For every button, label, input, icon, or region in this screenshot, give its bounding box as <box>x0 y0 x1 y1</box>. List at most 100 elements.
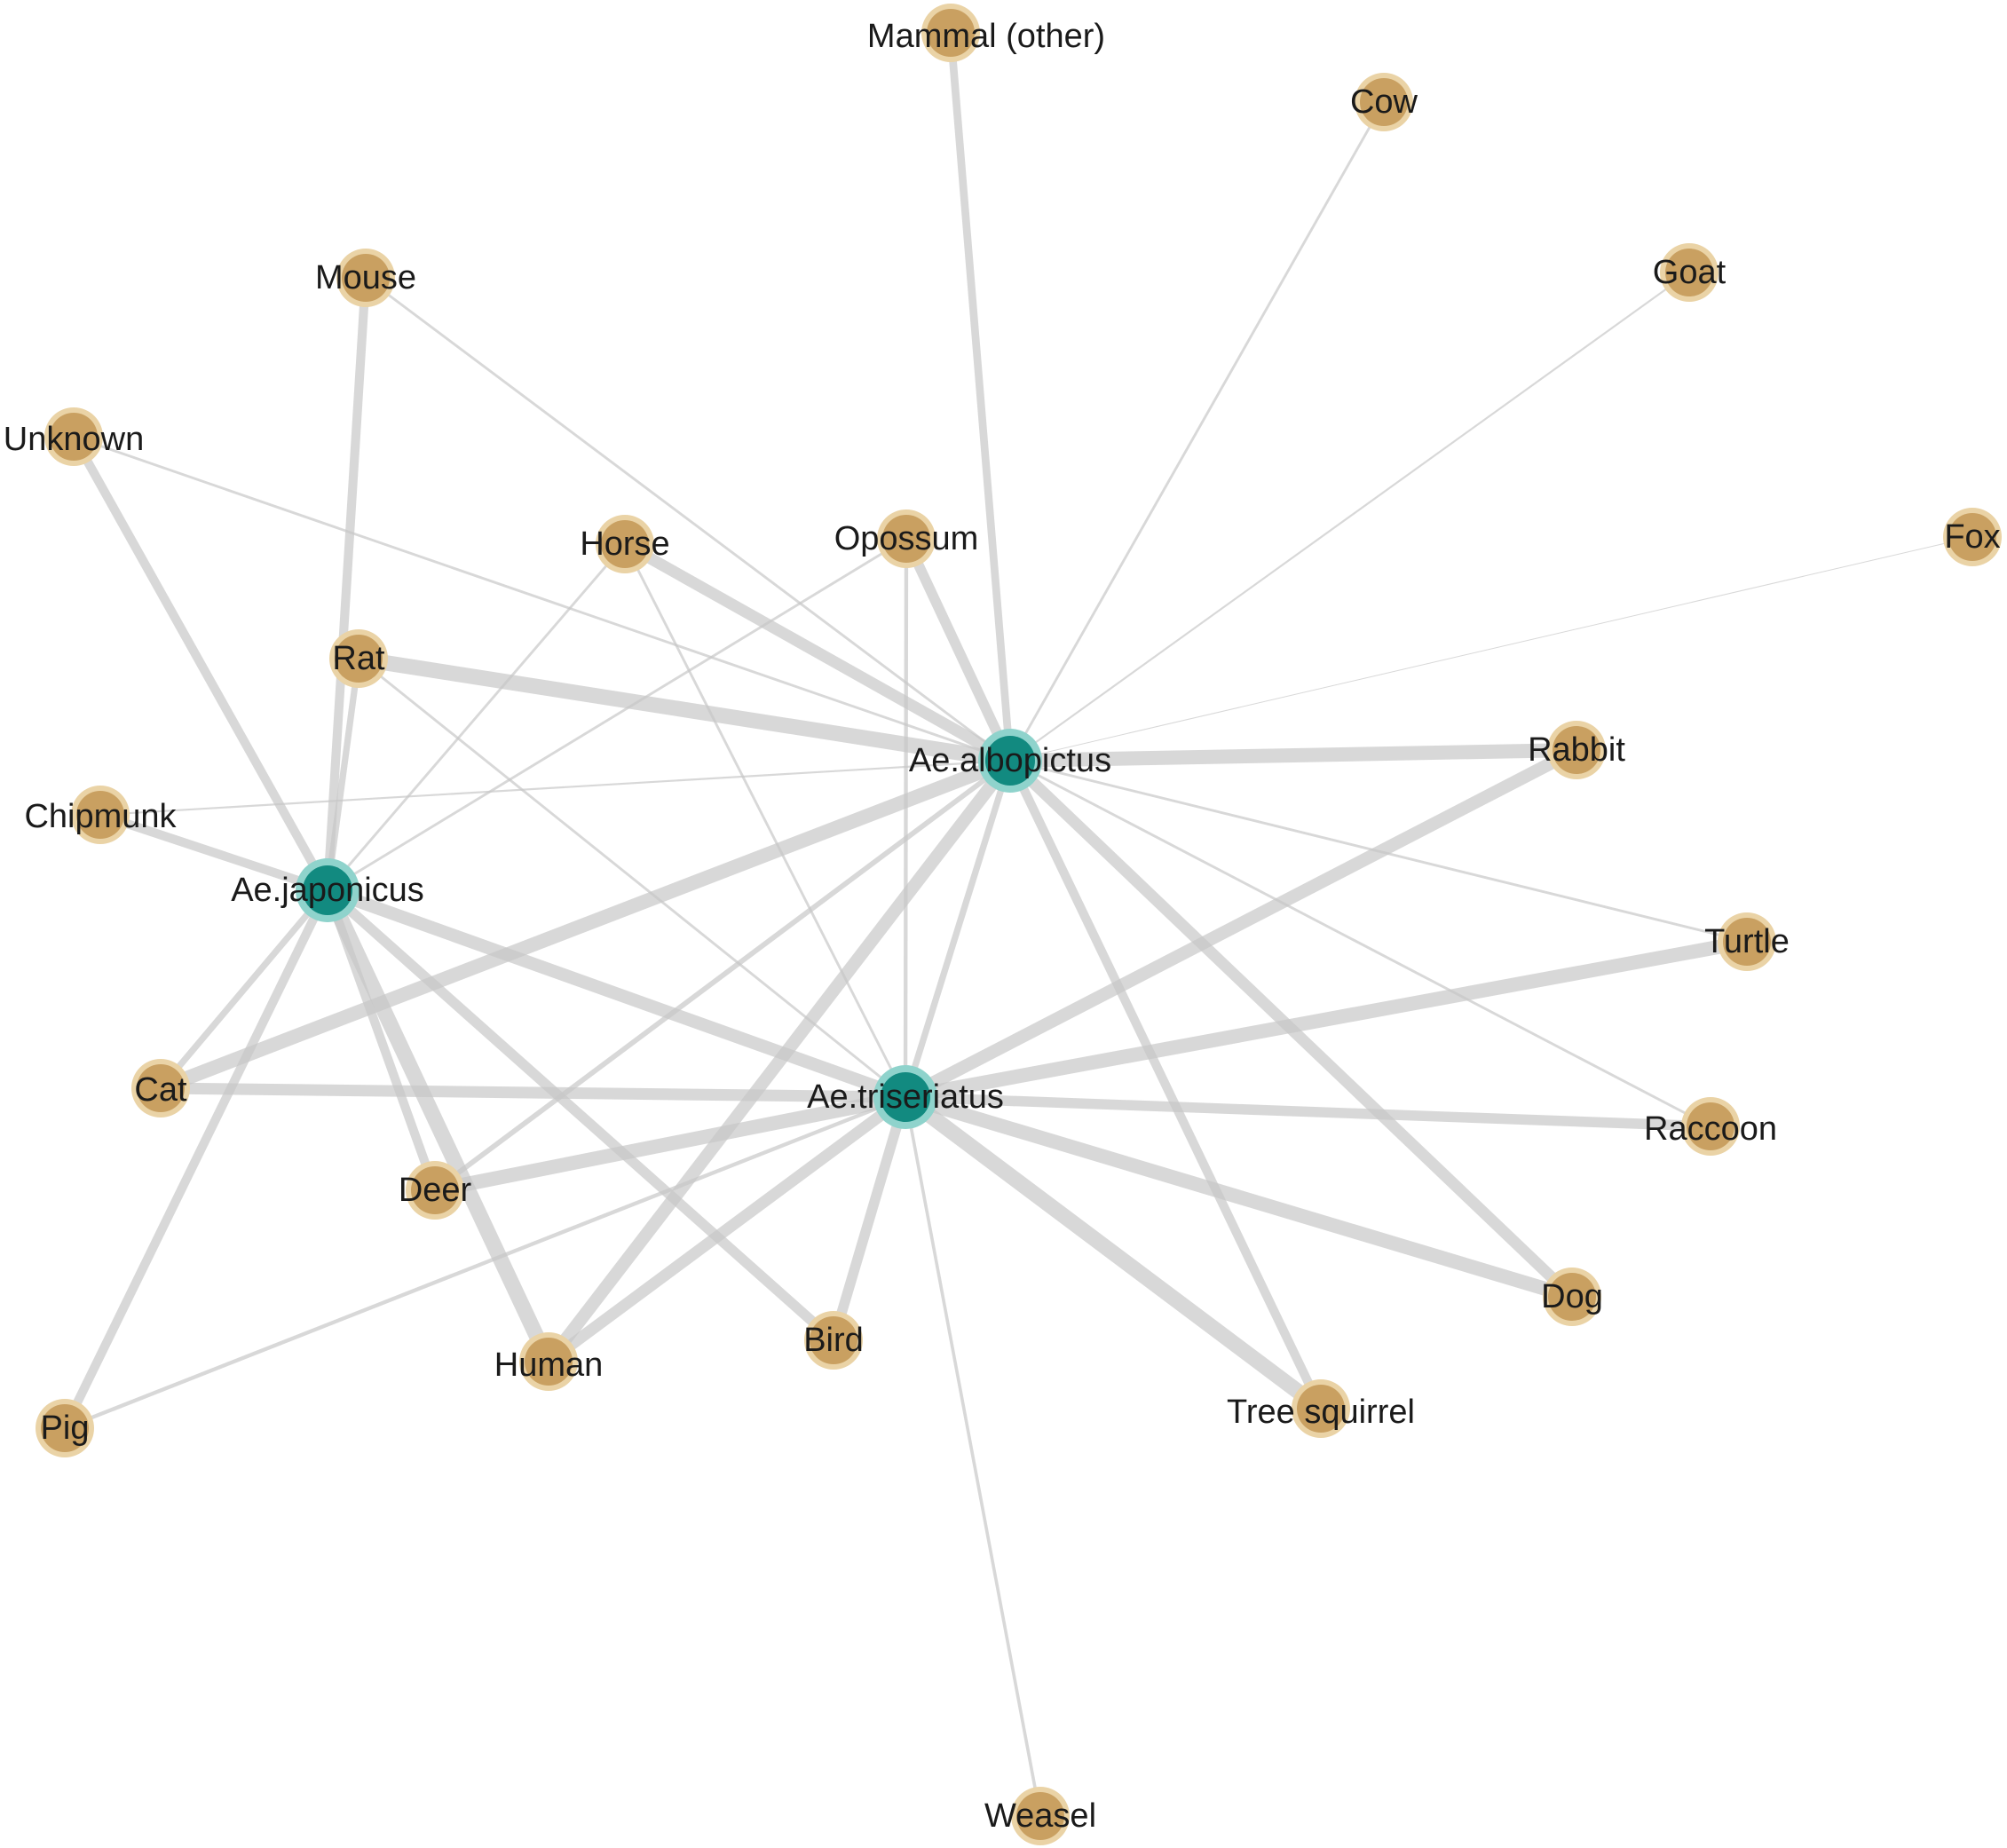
node-unknown: Unknown <box>4 407 144 466</box>
node-dot-chipmunk <box>76 791 124 839</box>
node-label-fox: Fox <box>1944 518 2000 556</box>
node-label-goat: Goat <box>1653 254 1726 291</box>
node-dot-weasel <box>1016 1792 1064 1840</box>
node-dot-albopictus <box>985 736 1035 786</box>
node-pig: Pig <box>36 1399 94 1457</box>
node-bird: Bird <box>803 1311 864 1370</box>
edge-triseriatus-cat <box>160 1082 906 1103</box>
edge-japonicus-rat <box>324 658 362 891</box>
edges-layer <box>60 32 1973 1817</box>
edge-japonicus-unknown <box>69 434 332 893</box>
node-label-raccoon: Raccoon <box>1644 1110 1777 1148</box>
edge-triseriatus-pig <box>64 1094 906 1431</box>
node-dot-cat <box>137 1064 185 1112</box>
node-dot-dog <box>1548 1273 1596 1321</box>
node-dot-unknown <box>50 413 98 461</box>
node-label-bird: Bird <box>803 1322 864 1359</box>
node-dot-mouse <box>342 254 390 302</box>
node-label-opossum: Opossum <box>834 520 979 557</box>
node-label-treesquirrel: Tree squirrel <box>1227 1394 1415 1431</box>
node-dot-bird <box>810 1316 857 1364</box>
edge-albopictus-chipmunk <box>99 759 1011 817</box>
node-dot-mammal <box>927 9 975 57</box>
edge-albopictus-triseriatus <box>902 759 1014 1099</box>
node-fox: Fox <box>1943 508 2002 566</box>
node-label-mammal: Mammal (other) <box>867 18 1105 55</box>
node-dot-goat <box>1665 249 1713 296</box>
node-label-pig: Pig <box>41 1410 90 1447</box>
node-label-triseriatus: Ae.triseriatus <box>807 1078 1004 1116</box>
node-dot-deer <box>411 1166 459 1214</box>
node-japonicus: Ae.japonicus <box>231 858 424 922</box>
node-horse: Horse <box>580 515 670 573</box>
node-label-cat: Cat <box>134 1071 187 1109</box>
edge-albopictus-unknown <box>73 435 1011 762</box>
edge-japonicus-bird <box>324 886 837 1345</box>
node-albopictus: Ae.albopictus <box>909 729 1111 793</box>
node-label-japonicus: Ae.japonicus <box>231 872 424 909</box>
node-treesquirrel: Tree squirrel <box>1227 1379 1415 1438</box>
node-goat: Goat <box>1653 243 1726 302</box>
edge-japonicus-opossum <box>327 537 907 892</box>
node-label-horse: Horse <box>580 525 669 563</box>
edge-albopictus-raccoon <box>1009 759 1711 1128</box>
node-raccoon: Raccoon <box>1644 1097 1777 1156</box>
edge-albopictus-mouse <box>365 276 1011 762</box>
node-turtle: Turtle <box>1704 912 1790 971</box>
node-label-chipmunk: Chipmunk <box>24 798 177 835</box>
node-label-rabbit: Rabbit <box>1528 731 1625 769</box>
node-rat: Rat <box>329 629 388 688</box>
node-human: Human <box>494 1332 603 1391</box>
edge-albopictus-human <box>543 756 1015 1366</box>
edge-albopictus-deer <box>433 758 1012 1193</box>
edge-japonicus-pig <box>60 888 332 1431</box>
edge-triseriatus-rabbit <box>902 744 1580 1103</box>
node-dot-triseriatus <box>881 1072 930 1122</box>
node-label-turtle: Turtle <box>1704 923 1790 960</box>
edge-triseriatus-human <box>545 1092 909 1367</box>
edge-albopictus-mammal <box>946 32 1015 762</box>
edge-japonicus-human <box>320 887 556 1365</box>
node-label-rat: Rat <box>332 640 385 677</box>
node-label-deer: Deer <box>399 1172 472 1209</box>
node-rabbit: Rabbit <box>1528 721 1625 779</box>
edge-japonicus-cat <box>158 888 330 1091</box>
edge-albopictus-cow <box>1008 101 1386 762</box>
edge-japonicus-mouse <box>322 277 371 891</box>
edge-triseriatus-dog <box>903 1090 1575 1304</box>
node-chipmunk: Chipmunk <box>24 786 178 844</box>
node-dot-horse <box>601 520 649 568</box>
edge-japonicus-chipmunk <box>99 810 329 895</box>
node-triseriatus: Ae.triseriatus <box>807 1065 1004 1129</box>
edge-albopictus-rat <box>357 651 1012 769</box>
edge-triseriatus-rat <box>358 657 906 1099</box>
node-label-cow: Cow <box>1350 83 1418 121</box>
node-dot-pig <box>41 1404 89 1452</box>
edge-albopictus-opossum <box>901 536 1015 763</box>
node-dog: Dog <box>1541 1268 1603 1326</box>
edge-albopictus-cat <box>158 754 1013 1095</box>
node-dot-rabbit <box>1553 726 1600 774</box>
node-weasel: Weasel <box>984 1787 1096 1845</box>
edge-triseriatus-bird <box>828 1095 911 1342</box>
node-dot-treesquirrel <box>1297 1385 1345 1433</box>
node-dot-japonicus <box>303 865 352 915</box>
node-dot-cow <box>1360 78 1408 126</box>
edge-albopictus-horse <box>621 539 1014 766</box>
node-opossum: Opossum <box>834 509 979 568</box>
edge-triseriatus-turtle <box>904 935 1749 1104</box>
edge-triseriatus-horse <box>623 543 907 1098</box>
node-cat: Cat <box>131 1059 190 1117</box>
edge-albopictus-treesquirrel <box>1006 758 1325 1411</box>
node-dot-rat <box>335 635 383 683</box>
edge-triseriatus-weasel <box>904 1096 1042 1817</box>
edge-albopictus-goat <box>1009 272 1690 762</box>
node-dot-raccoon <box>1687 1102 1734 1150</box>
edge-triseriatus-treesquirrel <box>900 1091 1326 1415</box>
node-label-albopictus: Ae.albopictus <box>909 742 1111 779</box>
node-mammal: Mammal (other) <box>867 4 1105 62</box>
edge-albopictus-fox <box>1009 536 1973 762</box>
edge-albopictus-rabbit <box>1009 743 1577 768</box>
